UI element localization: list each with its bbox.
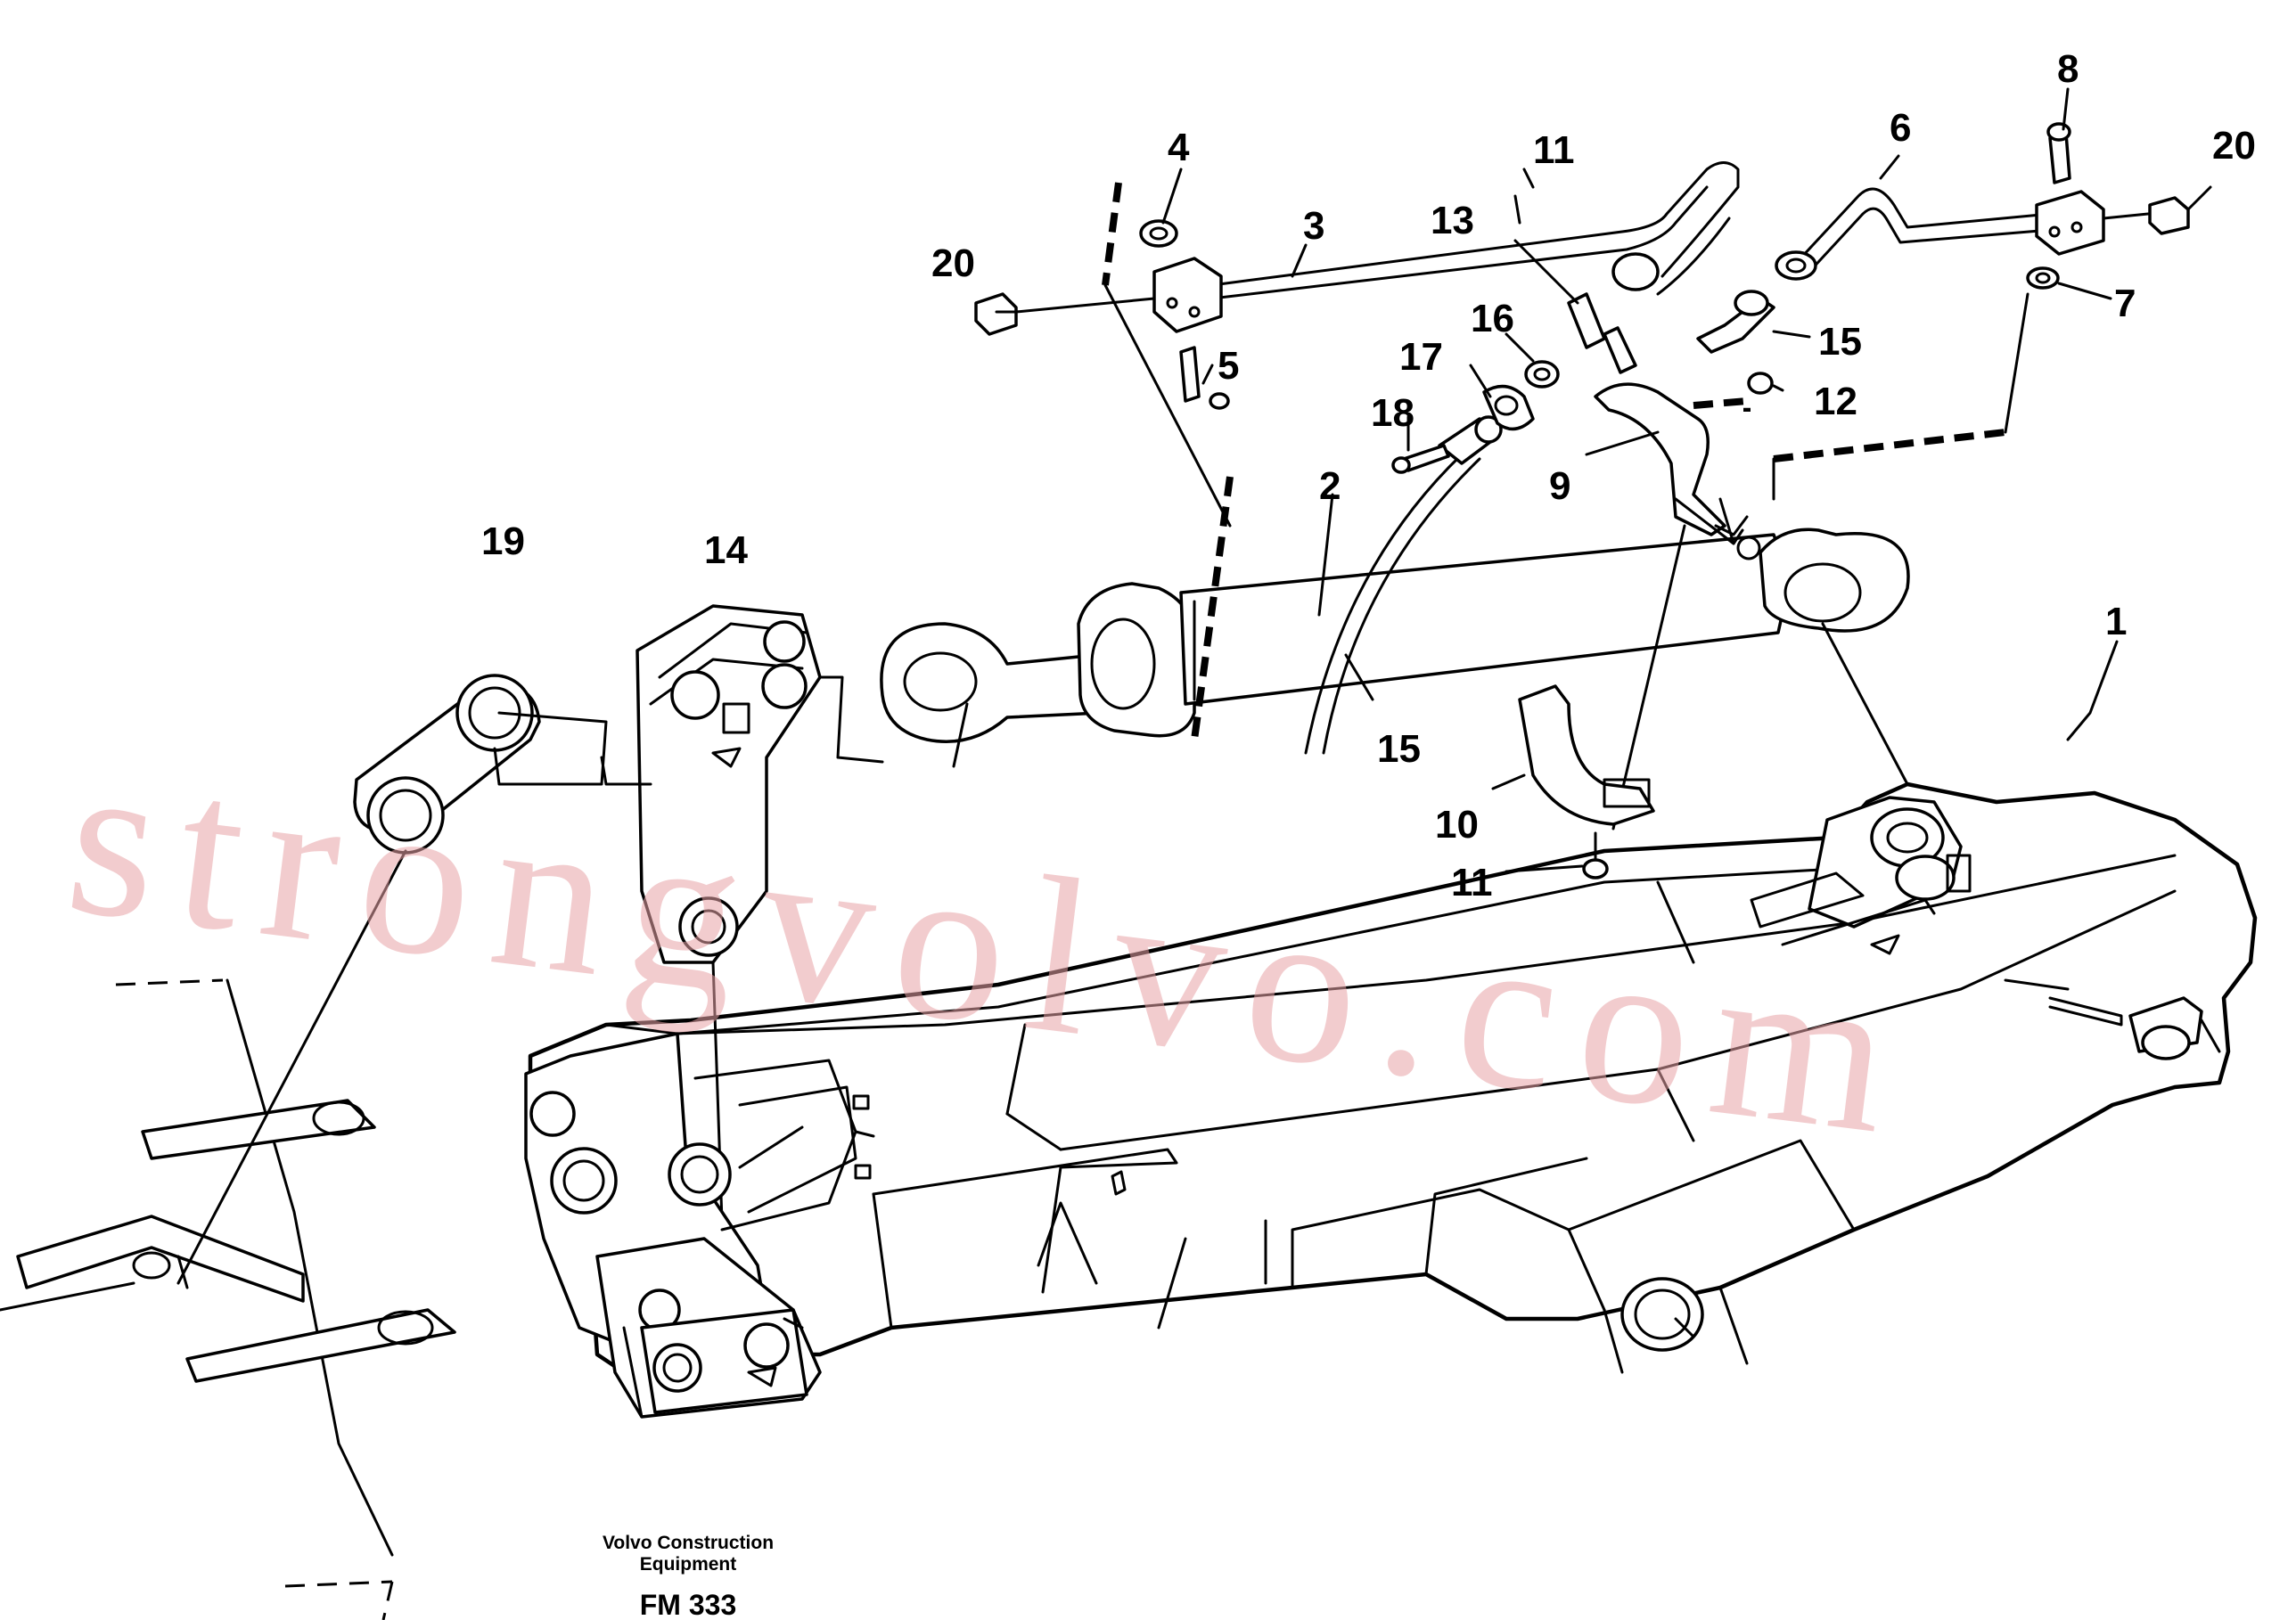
label-part-2: 2 [1319, 464, 1341, 508]
label-part-6: 6 [1890, 106, 1911, 150]
clamp-lower [1518, 684, 1655, 880]
label-part-20-left: 20 [931, 241, 975, 285]
label-part-19: 19 [481, 520, 525, 563]
label-part-10: 10 [1435, 803, 1479, 847]
label-part-20-right: 20 [2212, 124, 2256, 168]
lug-bracket [600, 604, 884, 1223]
pipe-left [974, 161, 1740, 528]
label-part-15-lower: 15 [1377, 727, 1421, 771]
label-part-9: 9 [1549, 464, 1570, 508]
label-part-8: 8 [2057, 47, 2079, 91]
lower-linkage-plates [0, 978, 456, 1620]
label-part-12: 12 [1814, 380, 1857, 423]
label-part-11-lower: 11 [1451, 861, 1493, 904]
footer-company-line2: Equipment [640, 1554, 737, 1575]
label-part-1: 1 [2105, 600, 2127, 643]
pipe-right [1775, 122, 2190, 290]
clamp-upper [1594, 292, 2030, 830]
leader-lines [995, 87, 2212, 1338]
boom-nose [524, 1032, 875, 1419]
label-part-13: 13 [1431, 199, 1474, 242]
label-part-17: 17 [1399, 335, 1443, 379]
footer-figure-code: FM 333 [640, 1589, 736, 1620]
part-labels: 1 2 3 4 5 6 7 8 9 10 11 11 12 13 14 15 1… [481, 47, 2256, 904]
label-part-18: 18 [1371, 391, 1414, 435]
link-plate [176, 674, 608, 1285]
label-part-11-upper: 11 [1533, 128, 1575, 172]
label-part-14: 14 [704, 528, 748, 572]
hose [1304, 415, 1503, 755]
label-part-5: 5 [1218, 344, 1239, 388]
label-part-3: 3 [1303, 204, 1324, 248]
label-part-7: 7 [2114, 282, 2136, 325]
fittings [1391, 252, 1775, 474]
label-part-15-upper: 15 [1818, 320, 1862, 364]
label-part-16: 16 [1471, 297, 1514, 340]
footer: Volvo Construction Equipment FM 333 [603, 1533, 774, 1620]
footer-company-line1: Volvo Construction [603, 1533, 774, 1553]
label-part-4: 4 [1168, 126, 1190, 169]
